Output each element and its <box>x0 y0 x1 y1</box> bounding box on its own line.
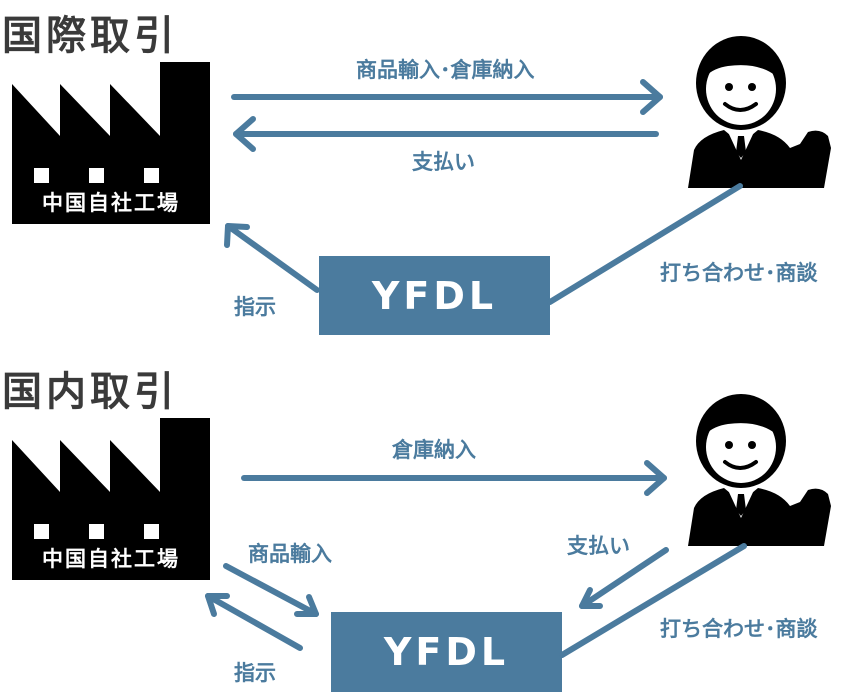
arrow-instruction <box>225 223 320 293</box>
label-instruction: 指示 <box>234 661 276 685</box>
label-warehouse: 倉庫納入 <box>392 438 476 462</box>
arrowhead-import-warehouse <box>640 79 663 115</box>
businessman-icon <box>688 32 836 196</box>
line-meeting <box>559 543 747 658</box>
label-meeting: 打ち合わせ･商談 <box>660 261 818 285</box>
label-payment: 支払い <box>567 534 630 558</box>
businessman-icon <box>688 390 836 554</box>
label-meeting: 打ち合わせ･商談 <box>660 617 818 641</box>
factory-icon <box>12 62 210 224</box>
arrowhead-payment <box>233 116 256 152</box>
arrow-import <box>223 563 319 617</box>
section-title-international: 国際取引 <box>2 13 178 59</box>
arrowhead-import <box>294 594 319 617</box>
label-payment: 支払い <box>412 150 475 174</box>
line-meeting <box>547 183 743 305</box>
arrowhead-instruction <box>224 223 250 248</box>
yfdl-box: YFDL <box>331 612 562 692</box>
yfdl-box: YFDL <box>319 256 550 335</box>
factory-icon <box>12 418 210 580</box>
factory-international: 中国自社工場 <box>12 62 210 228</box>
label-import: 商品輸入 <box>248 542 332 566</box>
arrow-payment <box>579 547 669 609</box>
label-import-warehouse: 商品輸入･倉庫納入 <box>356 58 535 82</box>
arrowhead-warehouse <box>644 460 667 496</box>
section-title-domestic: 国内取引 <box>2 369 178 415</box>
factory-label: 中国自社工場 <box>42 547 180 571</box>
arrow-instruction <box>205 593 303 651</box>
arrowhead-payment <box>579 587 603 609</box>
arrowhead-instruction <box>205 593 230 617</box>
factory-label: 中国自社工場 <box>42 191 180 215</box>
factory-domestic: 中国自社工場 <box>12 418 210 584</box>
label-instruction: 指示 <box>234 295 276 319</box>
